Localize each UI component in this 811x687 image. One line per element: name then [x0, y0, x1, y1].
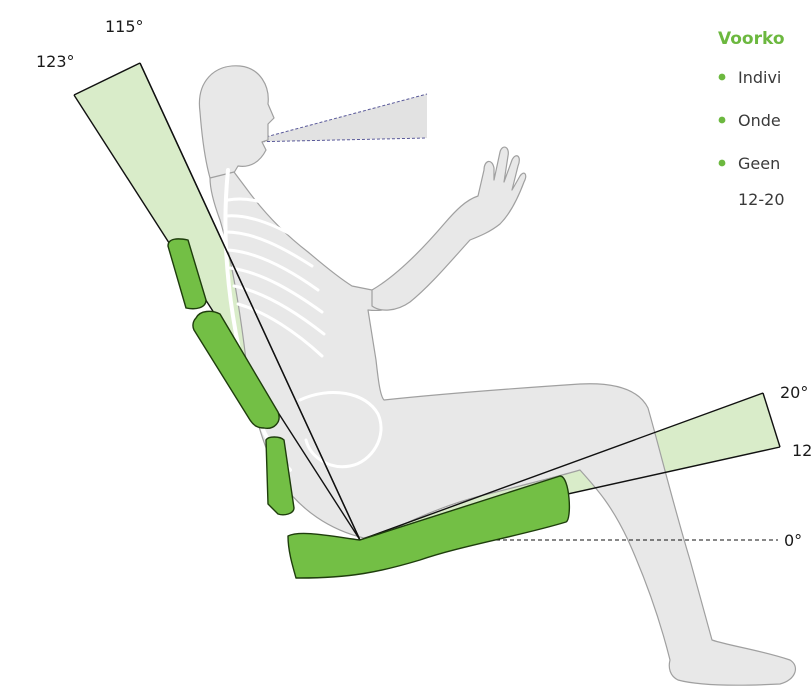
label-12-degrees: 12 — [792, 441, 811, 460]
figure-forearm-hand — [372, 147, 526, 310]
bullet-text-2: Onde — [738, 111, 781, 130]
bullet-text-3: Geen — [738, 154, 780, 173]
label-115-degrees: 115° — [105, 17, 144, 36]
bullet-dot-3 — [719, 160, 726, 167]
legend: Voorko Indivi Onde Geen 12-20 — [718, 29, 785, 209]
label-20-degrees: 20° — [780, 383, 808, 402]
bullet-dot-1 — [719, 74, 726, 81]
label-123-degrees: 123° — [36, 52, 75, 71]
label-0-degrees: 0° — [784, 531, 802, 550]
bullet-text-3-continuation: 12-20 — [738, 190, 785, 209]
figure-head — [199, 66, 274, 178]
bullet-dot-2 — [719, 117, 726, 124]
bullet-text-1: Indivi — [738, 68, 781, 87]
legend-title: Voorko — [718, 29, 785, 49]
seated-figure — [199, 66, 795, 685]
